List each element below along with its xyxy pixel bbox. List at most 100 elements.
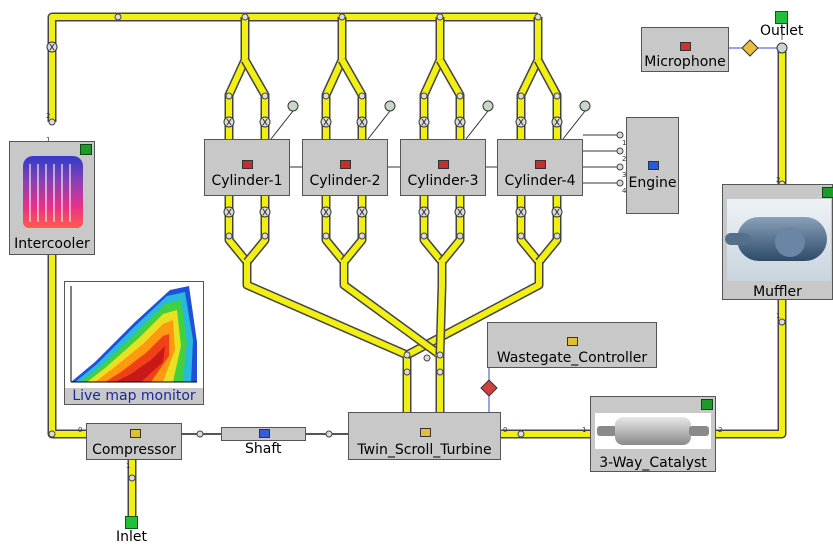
cylinder-icon [242,160,253,169]
exhaust-valve-3-1-mark [421,208,427,216]
exhaust-port-node[interactable] [225,232,233,240]
engine-port-node[interactable] [616,163,624,171]
injector-link-2[interactable] [367,110,391,140]
intercooler-top-port[interactable] [48,118,56,126]
header-junction-4[interactable] [534,13,542,21]
intake-port-node[interactable] [456,92,464,100]
intake-valve-3-2-mark [457,118,463,126]
engine-label: Engine [628,175,677,191]
intake-header-pipe[interactable] [49,14,538,122]
cylinder-2-block[interactable]: Cylinder-2 [302,139,388,196]
injector-1[interactable] [287,100,299,112]
engine-block[interactable]: Engine [626,117,679,214]
intake-port-node[interactable] [420,92,428,100]
twin-scroll-turbine-block[interactable]: Twin_Scroll_Turbine [348,412,501,460]
compressor-icon [130,429,141,438]
engine-port-node[interactable] [616,131,624,139]
intake-port-node[interactable] [322,92,330,100]
exhaust-merge-3[interactable] [437,262,445,356]
header-junction-3[interactable] [436,13,444,21]
crossover-node[interactable] [423,354,431,362]
intake-port-node[interactable] [553,92,561,100]
live-map-monitor[interactable]: Live map monitor [64,281,204,405]
expand-corner-icon[interactable] [701,399,713,410]
injector-2[interactable] [384,100,396,112]
compressor-inlet-node[interactable] [128,474,136,482]
intercooler-icon [23,156,83,228]
cylinder-3-block[interactable]: Cylinder-3 [400,139,486,196]
injector-link-4[interactable] [562,110,586,140]
expand-corner-icon[interactable] [80,144,92,155]
exhaust-port-node[interactable] [553,232,561,240]
turbine-merge-node-1[interactable] [403,351,411,359]
intake-port-node[interactable] [358,92,366,100]
intercooler-bottom-port[interactable] [48,430,56,438]
intercooler-block[interactable]: Intercooler [9,141,95,255]
intake-valve-4-2-mark [554,118,560,126]
intake-port-node[interactable] [261,92,269,100]
port-number: 0 [503,426,507,434]
intake-valve-2-1-mark [323,118,329,126]
shaft-block[interactable] [221,427,306,441]
exhaust-port-node[interactable] [261,232,269,240]
muffler-in-node[interactable] [778,318,786,326]
exhaust-merge-1[interactable] [244,262,410,412]
header-junction-1[interactable] [241,13,249,21]
port-number: 1 [582,426,586,434]
intake-port-node[interactable] [517,92,525,100]
intercooler-label: Intercooler [14,236,90,252]
injector-3[interactable] [482,100,494,112]
exhaust-merge-2[interactable] [341,262,443,412]
microphone-block[interactable]: Microphone [641,27,729,72]
port-number: 2 [718,426,722,434]
cylinder-1-block[interactable]: Cylinder-1 [204,139,290,196]
exhaust-port-node[interactable] [322,232,330,240]
compressor-label: Compressor [92,442,176,458]
shaft-out-node[interactable] [325,430,333,438]
turbine-out-node[interactable] [517,430,525,438]
wastegate-controller-block[interactable]: Wastegate_Controller [487,322,657,368]
intake-port-node[interactable] [225,92,233,100]
compressor-out-node[interactable] [196,430,204,438]
shaft-icon [259,429,270,438]
exhaust-port-node[interactable] [420,232,428,240]
signal-links [182,24,783,435]
port-number: 2 [46,112,50,120]
exhaust-port-node[interactable] [456,232,464,240]
injector-link-1[interactable] [270,110,294,140]
inlet-terminal[interactable] [125,516,138,529]
exhaust-valve-2-2-mark [359,208,365,216]
intake-valve-1-2-mark [262,118,268,126]
exhaust-merge-4[interactable] [405,262,542,358]
injector-link-3[interactable] [465,110,489,140]
catalyst-block[interactable]: 3-Way_Catalyst [590,396,716,472]
muffler-label: Muffler [753,284,802,300]
microphone-sensor[interactable] [741,39,759,57]
engine-port-number: 2 [622,155,626,163]
wastegate-actuator[interactable] [480,379,498,397]
engine-port-node[interactable] [616,179,624,187]
catalyst-outlet-pipe[interactable] [716,300,785,437]
outlet-junction[interactable] [776,42,788,54]
engine-icon [648,161,659,170]
cylinder-3-label: Cylinder-3 [407,173,479,189]
exhaust-port-node[interactable] [358,232,366,240]
turbine-inlet-node-1[interactable] [403,368,411,376]
outlet-terminal[interactable] [775,11,788,24]
header-junction-0[interactable] [114,13,122,21]
compressor-block[interactable]: Compressor [86,423,182,460]
turbine-merge-node-2[interactable] [436,351,444,359]
turbine-inlet-node-2[interactable] [436,368,444,376]
muffler-block[interactable]: Muffler [722,184,833,300]
port-number: 1 [126,462,130,470]
inlet-label: Inlet [116,529,147,545]
intercooler-orifice-mark [49,43,55,51]
header-junction-2[interactable] [338,13,346,21]
engine-port-node[interactable] [616,147,624,155]
expand-corner-icon[interactable] [822,187,833,198]
cylinder-4-block[interactable]: Cylinder-4 [497,139,583,196]
wastegate-controller-label: Wastegate_Controller [496,350,648,366]
exhaust-port-node[interactable] [517,232,525,240]
exhaust-valve-4-1-mark [518,208,524,216]
injector-4[interactable] [579,100,591,112]
